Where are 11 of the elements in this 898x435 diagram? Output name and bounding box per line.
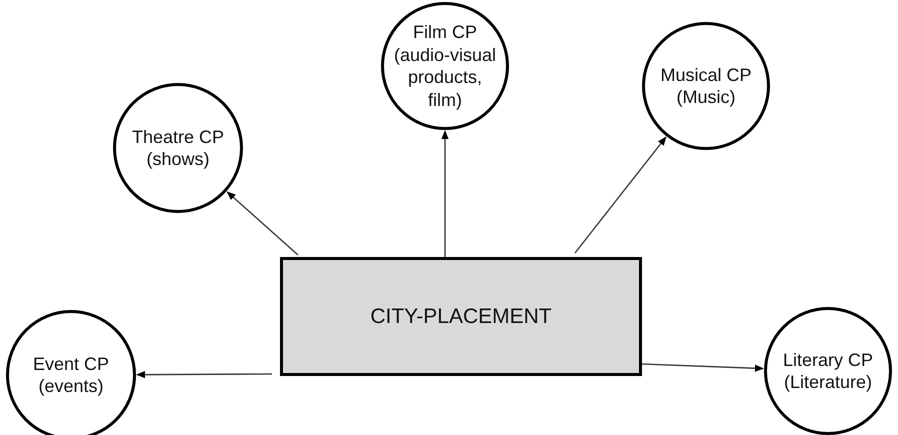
- category-circle: Film CP (audio-visual products, film): [381, 2, 509, 130]
- arrow: [136, 371, 272, 378]
- category-circle: Event CP (events): [6, 310, 136, 435]
- arrow: [642, 363, 764, 372]
- central-box: CITY-PLACEMENT: [280, 257, 642, 376]
- arrow: [574, 136, 666, 254]
- category-circle: Musical CP (Music): [642, 22, 770, 150]
- category-circle: Literary CP (Literature): [764, 307, 892, 435]
- arrow: [441, 130, 449, 257]
- arrow: [226, 191, 298, 256]
- category-circle: Theatre CP (shows): [113, 83, 243, 213]
